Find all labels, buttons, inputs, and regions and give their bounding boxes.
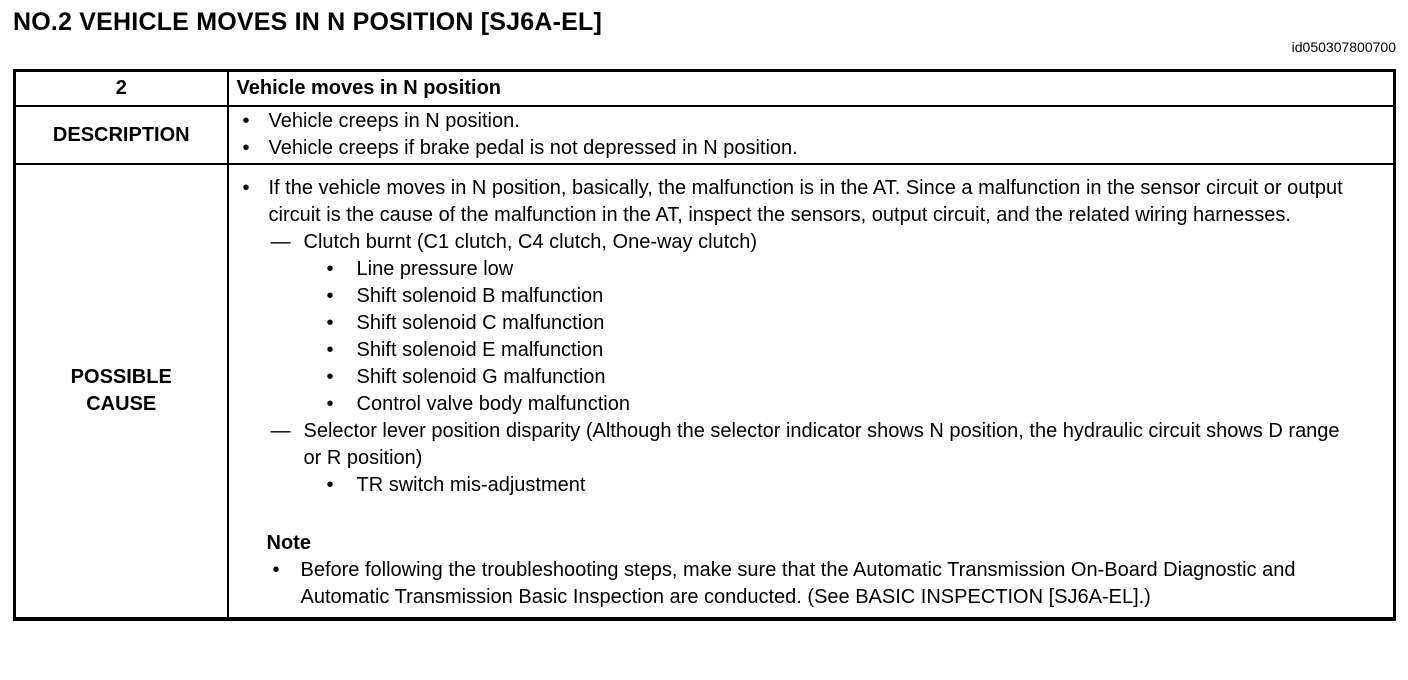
page-title: NO.2 VEHICLE MOVES IN N POSITION [SJ6A-E… [13,8,603,36]
cause-intro-bullet: If the vehicle moves in N position, basi… [229,175,1352,229]
possible-cause-row: POSSIBLE CAUSE If the vehicle moves in N… [13,163,1396,620]
possible-cause-cell: If the vehicle moves in N position, basi… [226,163,1396,620]
sub-cause-bullet: Shift solenoid G malfunction [229,364,1352,391]
sub-cause-bullet: Shift solenoid E malfunction [229,337,1352,364]
sub-cause-bullet: Line pressure low [229,256,1352,283]
description-bullet: Vehicle creeps if brake pedal is not dep… [229,135,1354,162]
note-heading: Note [266,532,311,554]
cause-clutch-burnt: Clutch burnt (C1 clutch, C4 clutch, One-… [229,229,1352,256]
description-bullet: Vehicle creeps in N position. [229,108,1354,135]
note-list: Before following the troubleshooting ste… [229,557,1352,611]
sub-cause-bullet: Shift solenoid B malfunction [229,283,1352,310]
sub-cause-bullet: Control valve body malfunction [229,391,1352,418]
possible-cause-label-line1: POSSIBLE [70,366,172,388]
description-cell: Vehicle creeps in N position.Vehicle cre… [226,105,1396,165]
description-label: DESCRIPTION [13,105,229,165]
description-row: DESCRIPTION Vehicle creeps in N position… [13,105,1396,165]
cause-selector-disparity: Selector lever position disparity (Altho… [229,418,1352,472]
note-bullet: Before following the troubleshooting ste… [229,557,1352,611]
possible-cause-label: POSSIBLE CAUSE [13,163,229,620]
description-list: Vehicle creeps in N position.Vehicle cre… [229,107,1394,163]
sub-cause-bullet: Shift solenoid C malfunction [229,310,1352,337]
troubleshooting-table: 2 Vehicle moves in N position DESCRIPTIO… [13,69,1396,621]
possible-cause-content: If the vehicle moves in N position, basi… [229,165,1394,617]
item-title-cell: Vehicle moves in N position [226,69,1396,107]
clutch-sub-cause-list: Line pressure lowShift solenoid B malfun… [229,256,1352,418]
service-manual-page: NO.2 VEHICLE MOVES IN N POSITION [SJ6A-E… [0,0,1408,621]
document-id: id050307800700 [1291,39,1396,55]
item-number-cell: 2 [13,69,229,107]
note-block: Note Before following the troubleshootin… [229,530,1352,611]
sub-cause-bullet: TR switch mis-adjustment [229,472,1352,499]
possible-cause-label-line2: CAUSE [86,393,157,415]
selector-sub-cause-list: TR switch mis-adjustment [229,472,1352,499]
table-header-row: 2 Vehicle moves in N position [13,69,1396,107]
